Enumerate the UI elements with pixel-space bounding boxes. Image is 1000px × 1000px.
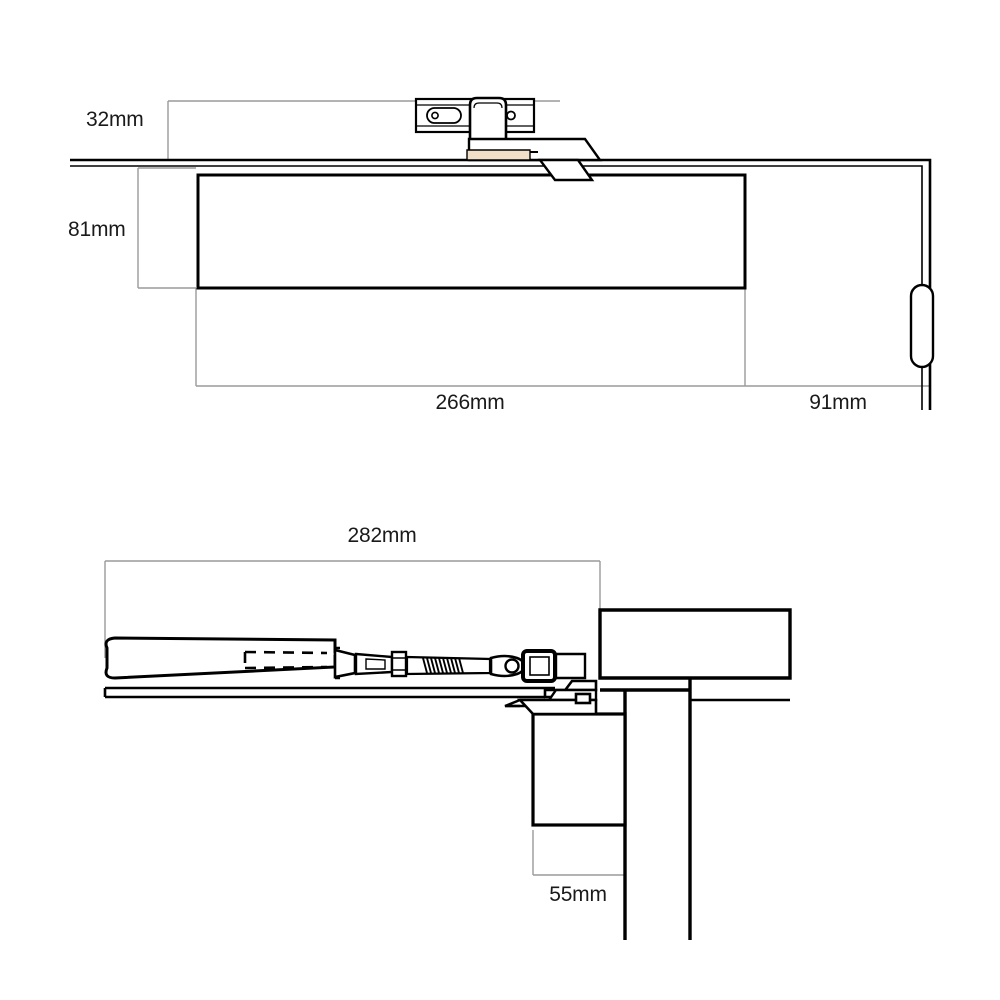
closer-body-plan-rectangle (531, 712, 627, 827)
dimension-label-55mm: 55mm (549, 883, 607, 906)
arm-connector-block-inner (529, 656, 550, 676)
arm-thread-hatching (422, 657, 464, 674)
slider-block-top-detail (473, 102, 503, 109)
closer-body-rectangle (196, 173, 747, 290)
dimension-label-81mm: 81mm (68, 218, 126, 241)
arm-channel-shoe (554, 652, 587, 680)
arm-main-body-highlight (111, 651, 335, 655)
dimension-label-282mm: 282mm (347, 524, 417, 547)
round-fixing-hole (506, 110, 516, 121)
dimension-label-266mm: 266mm (435, 391, 505, 414)
front-elevation-view (70, 96, 935, 410)
arm-adjuster-nut (390, 650, 408, 678)
slot-fixing-screw (431, 111, 439, 120)
plan-section-view (103, 560, 792, 940)
arm-internal-dashed-slot (243, 650, 328, 670)
arm-lower-link (537, 158, 595, 182)
arm-main-body (104, 636, 337, 680)
arm-pivot-pin-hole (504, 658, 520, 674)
arm-adjust-rod-detail (365, 658, 386, 670)
door-leaf-plan (103, 686, 555, 699)
mount-screw-head (574, 692, 592, 705)
dimension-label-91mm: 91mm (809, 391, 867, 414)
arm-taper-neck (333, 648, 357, 679)
closer-arm-plan (104, 636, 587, 683)
closer-arm-front-view (466, 137, 603, 182)
door-frame-plan (598, 608, 792, 940)
arm-pivot-pad (466, 149, 531, 161)
dimension-label-32mm: 32mm (86, 108, 144, 131)
arm-adjust-rod (354, 652, 394, 676)
closer-body-plan (531, 712, 627, 827)
frame-head-box (598, 608, 792, 680)
arm-adjuster-nut-grooves (392, 657, 406, 671)
arm-taper-ticks (335, 646, 340, 680)
closer-arm-vertical-right (909, 283, 935, 369)
closer-mount-detail (504, 679, 598, 716)
arm-adjuster-bulge (909, 283, 935, 369)
